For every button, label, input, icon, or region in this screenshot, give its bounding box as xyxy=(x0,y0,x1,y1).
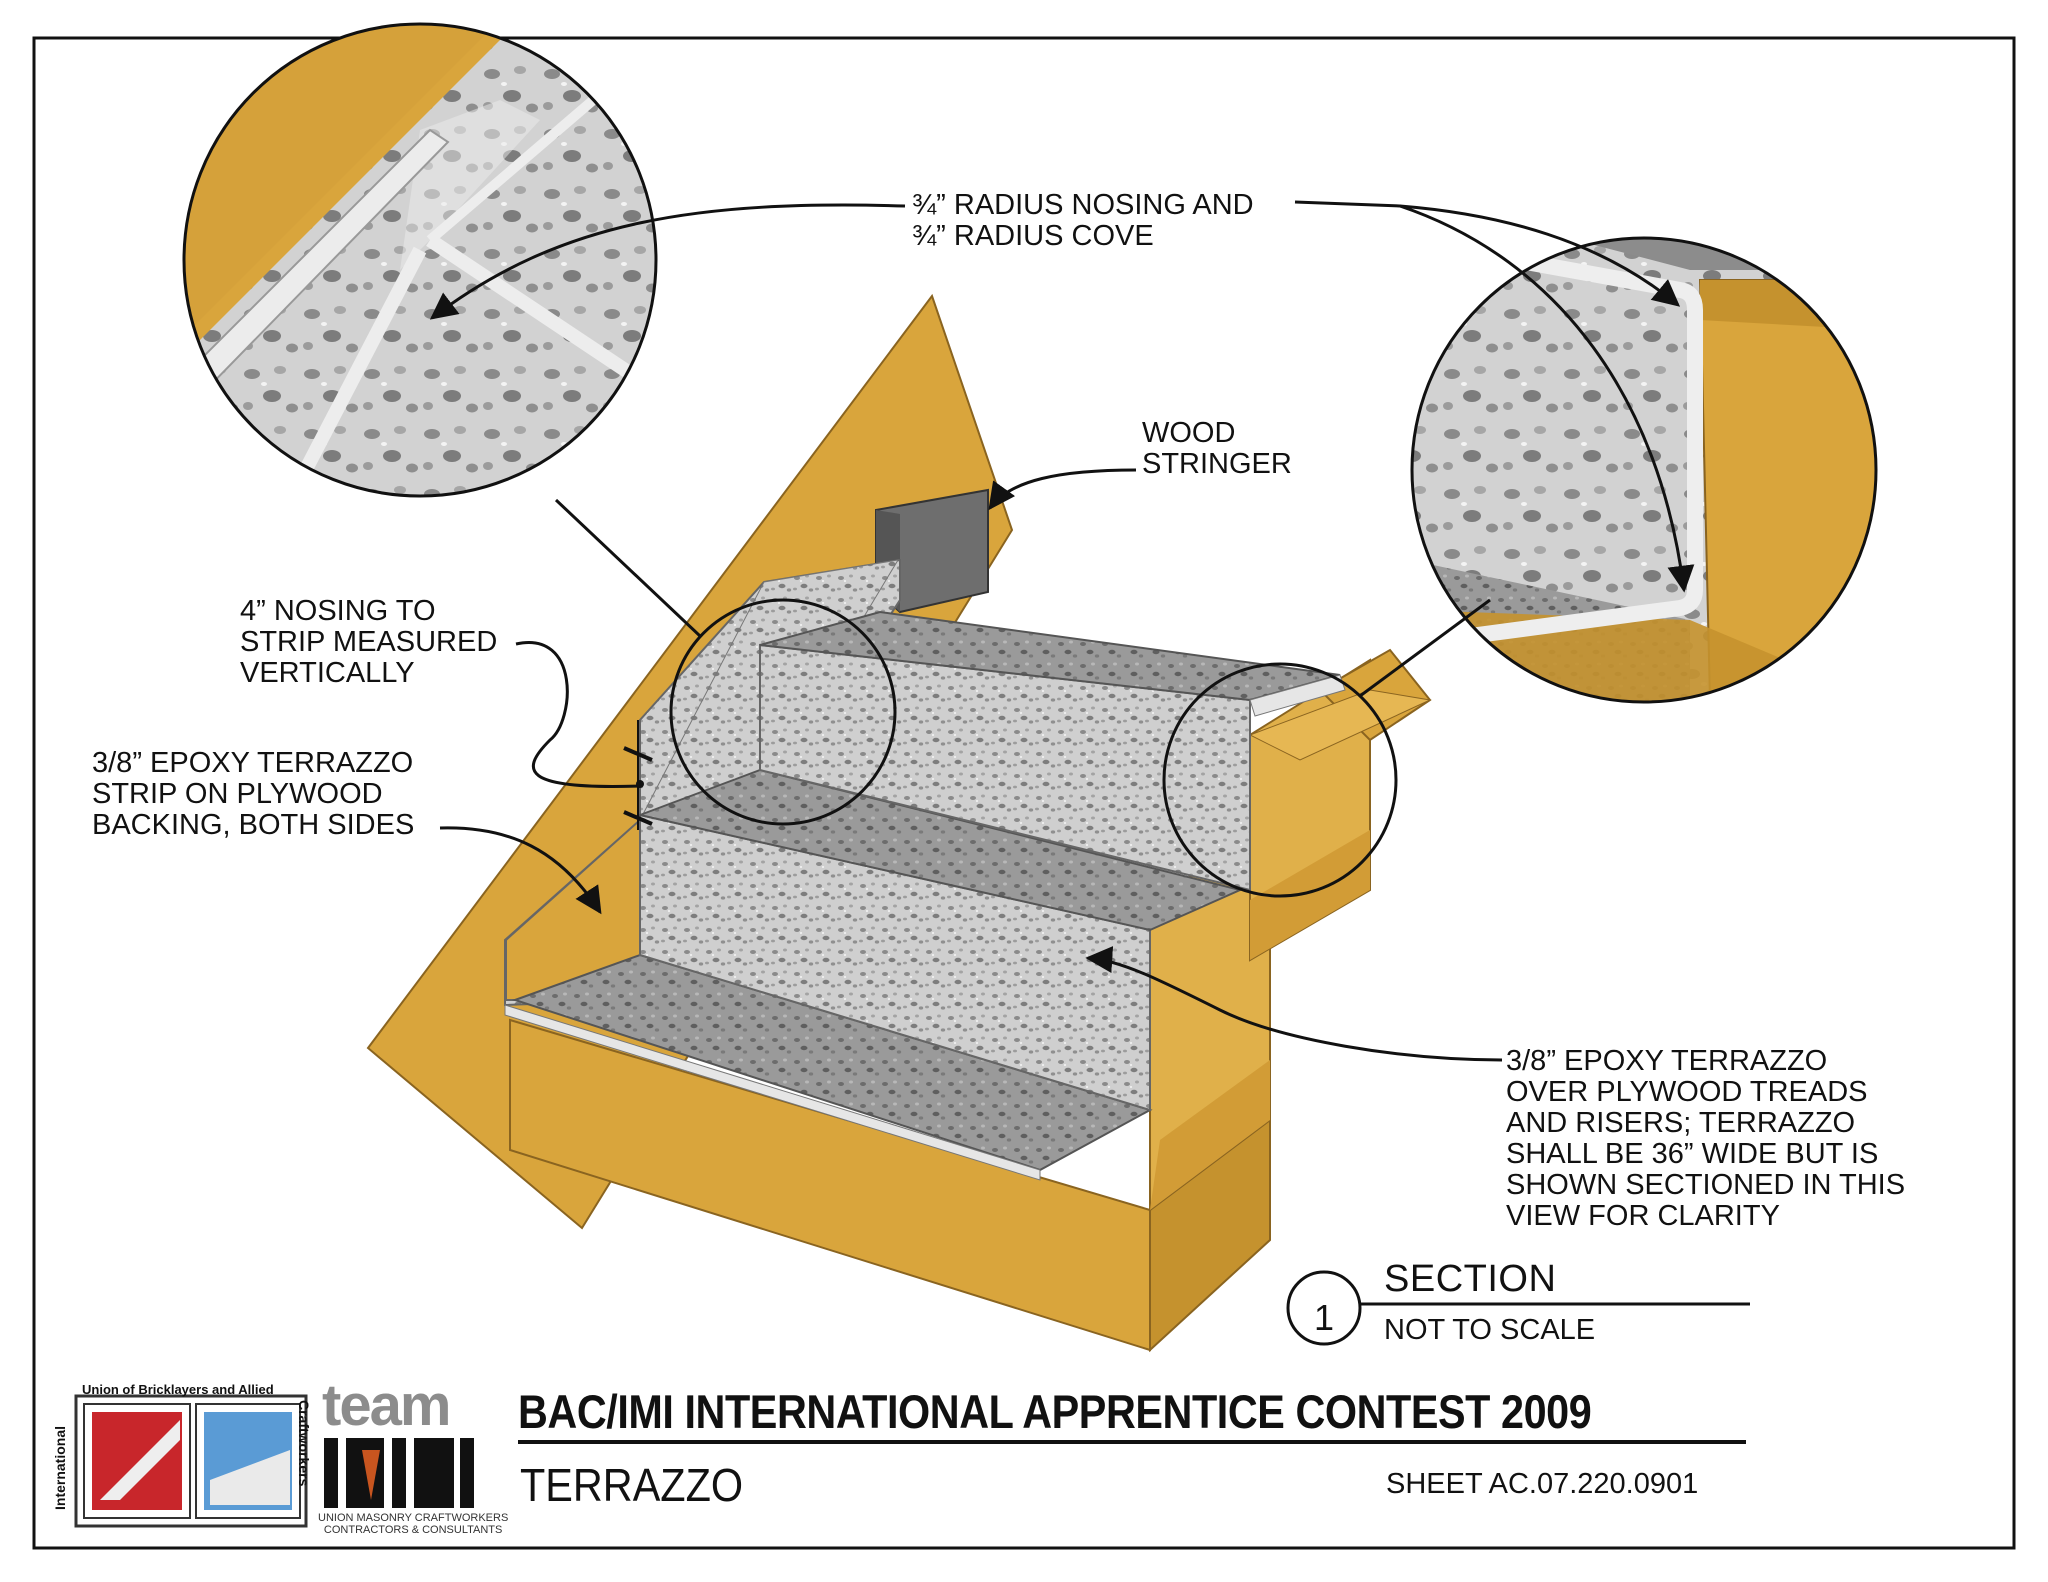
sheet-subtitle: TERRAZZO xyxy=(520,1459,744,1511)
label-nosing-strip: 4” NOSING TO STRIP MEASURED VERTICALLY xyxy=(240,596,497,689)
leader-nosing-right-1 xyxy=(1294,200,1681,307)
detail-circle-cove xyxy=(184,24,656,496)
leader-right-detail xyxy=(1359,598,1491,698)
detail-circle-nosing xyxy=(1412,238,1876,702)
label-line: VIEW FOR CLARITY xyxy=(1506,1200,1780,1232)
callout-circle-right xyxy=(1162,662,1398,898)
label-line: ¾” RADIUS NOSING AND xyxy=(912,189,1254,221)
team-logo-subtext: UNION MASONRY CRAFTWORKERS CONTRACTORS &… xyxy=(318,1512,508,1536)
bac-logo-left-text: International xyxy=(52,1425,68,1510)
label-line: STRIP ON PLYWOOD xyxy=(92,778,383,810)
sheet-title: BAC/IMI INTERNATIONAL APPRENTICE CONTEST… xyxy=(518,1385,1592,1438)
section-scale: NOT TO SCALE xyxy=(1384,1314,1596,1346)
section-title: SECTION xyxy=(1384,1258,1557,1300)
bac-logo xyxy=(74,1394,308,1528)
leader-nosing-strip xyxy=(515,641,641,788)
callout-circle-left xyxy=(669,598,897,826)
stair-assembly xyxy=(366,293,1432,1353)
leader-cove-left xyxy=(429,203,906,320)
label-wood-stringer: WOOD STRINGER xyxy=(1142,418,1292,480)
label-line: ¾” RADIUS COVE xyxy=(912,220,1154,252)
label-line: SHOWN SECTIONED IN THIS xyxy=(1506,1169,1906,1201)
team-sub-line: CONTRACTORS & CONSULTANTS xyxy=(323,1524,503,1536)
team-sub-line: UNION MASONRY CRAFTWORKERS xyxy=(318,1512,509,1524)
label-line: WOOD xyxy=(1142,417,1236,449)
sheet-border xyxy=(32,36,2016,1550)
bac-logo-top-text: Union of Bricklayers and Allied xyxy=(82,1382,274,1397)
leader-left-detail xyxy=(554,498,702,638)
label-line: VERTICALLY xyxy=(240,657,415,689)
label-line: 4” NOSING TO xyxy=(240,595,436,627)
detail-circle-left-border xyxy=(182,22,658,498)
label-strip-backing: 3/8” EPOXY TERRAZZO STRIP ON PLYWOOD BAC… xyxy=(92,748,414,841)
leader-wood-stringer xyxy=(988,468,1137,511)
leader-nosing-right-2 xyxy=(1399,204,1695,593)
label-line: STRIP MEASURED xyxy=(240,626,498,658)
team-imi-logo xyxy=(324,1438,474,1508)
label-treads-risers: 3/8” EPOXY TERRAZZO OVER PLYWOOD TREADS … xyxy=(1506,1046,1905,1232)
bac-logo-right-text: Craftworkers xyxy=(296,1400,312,1487)
label-line: AND RISERS; TERRAZZO xyxy=(1506,1107,1856,1139)
label-line: STRINGER xyxy=(1142,448,1292,480)
section-tag-circle xyxy=(1286,1270,1362,1346)
detail-circle-right-border xyxy=(1410,236,1878,704)
label-line: SHALL BE 36” WIDE BUT IS xyxy=(1506,1138,1879,1170)
label-line: BACKING, BOTH SIDES xyxy=(92,809,415,841)
label-line: 3/8” EPOXY TERRAZZO xyxy=(92,747,414,779)
label-nosing-cove: ¾” RADIUS NOSING AND ¾” RADIUS COVE xyxy=(912,190,1254,252)
label-line: OVER PLYWOOD TREADS xyxy=(1506,1076,1868,1108)
leader-strip-backing xyxy=(439,826,602,915)
leader-treads-risers xyxy=(1085,946,1503,1062)
section-number: 1 xyxy=(1313,1297,1335,1338)
sheet-number: SHEET AC.07.220.0901 xyxy=(1386,1468,1699,1500)
team-logo-word: team xyxy=(322,1373,451,1438)
label-line: 3/8” EPOXY TERRAZZO xyxy=(1506,1045,1828,1077)
